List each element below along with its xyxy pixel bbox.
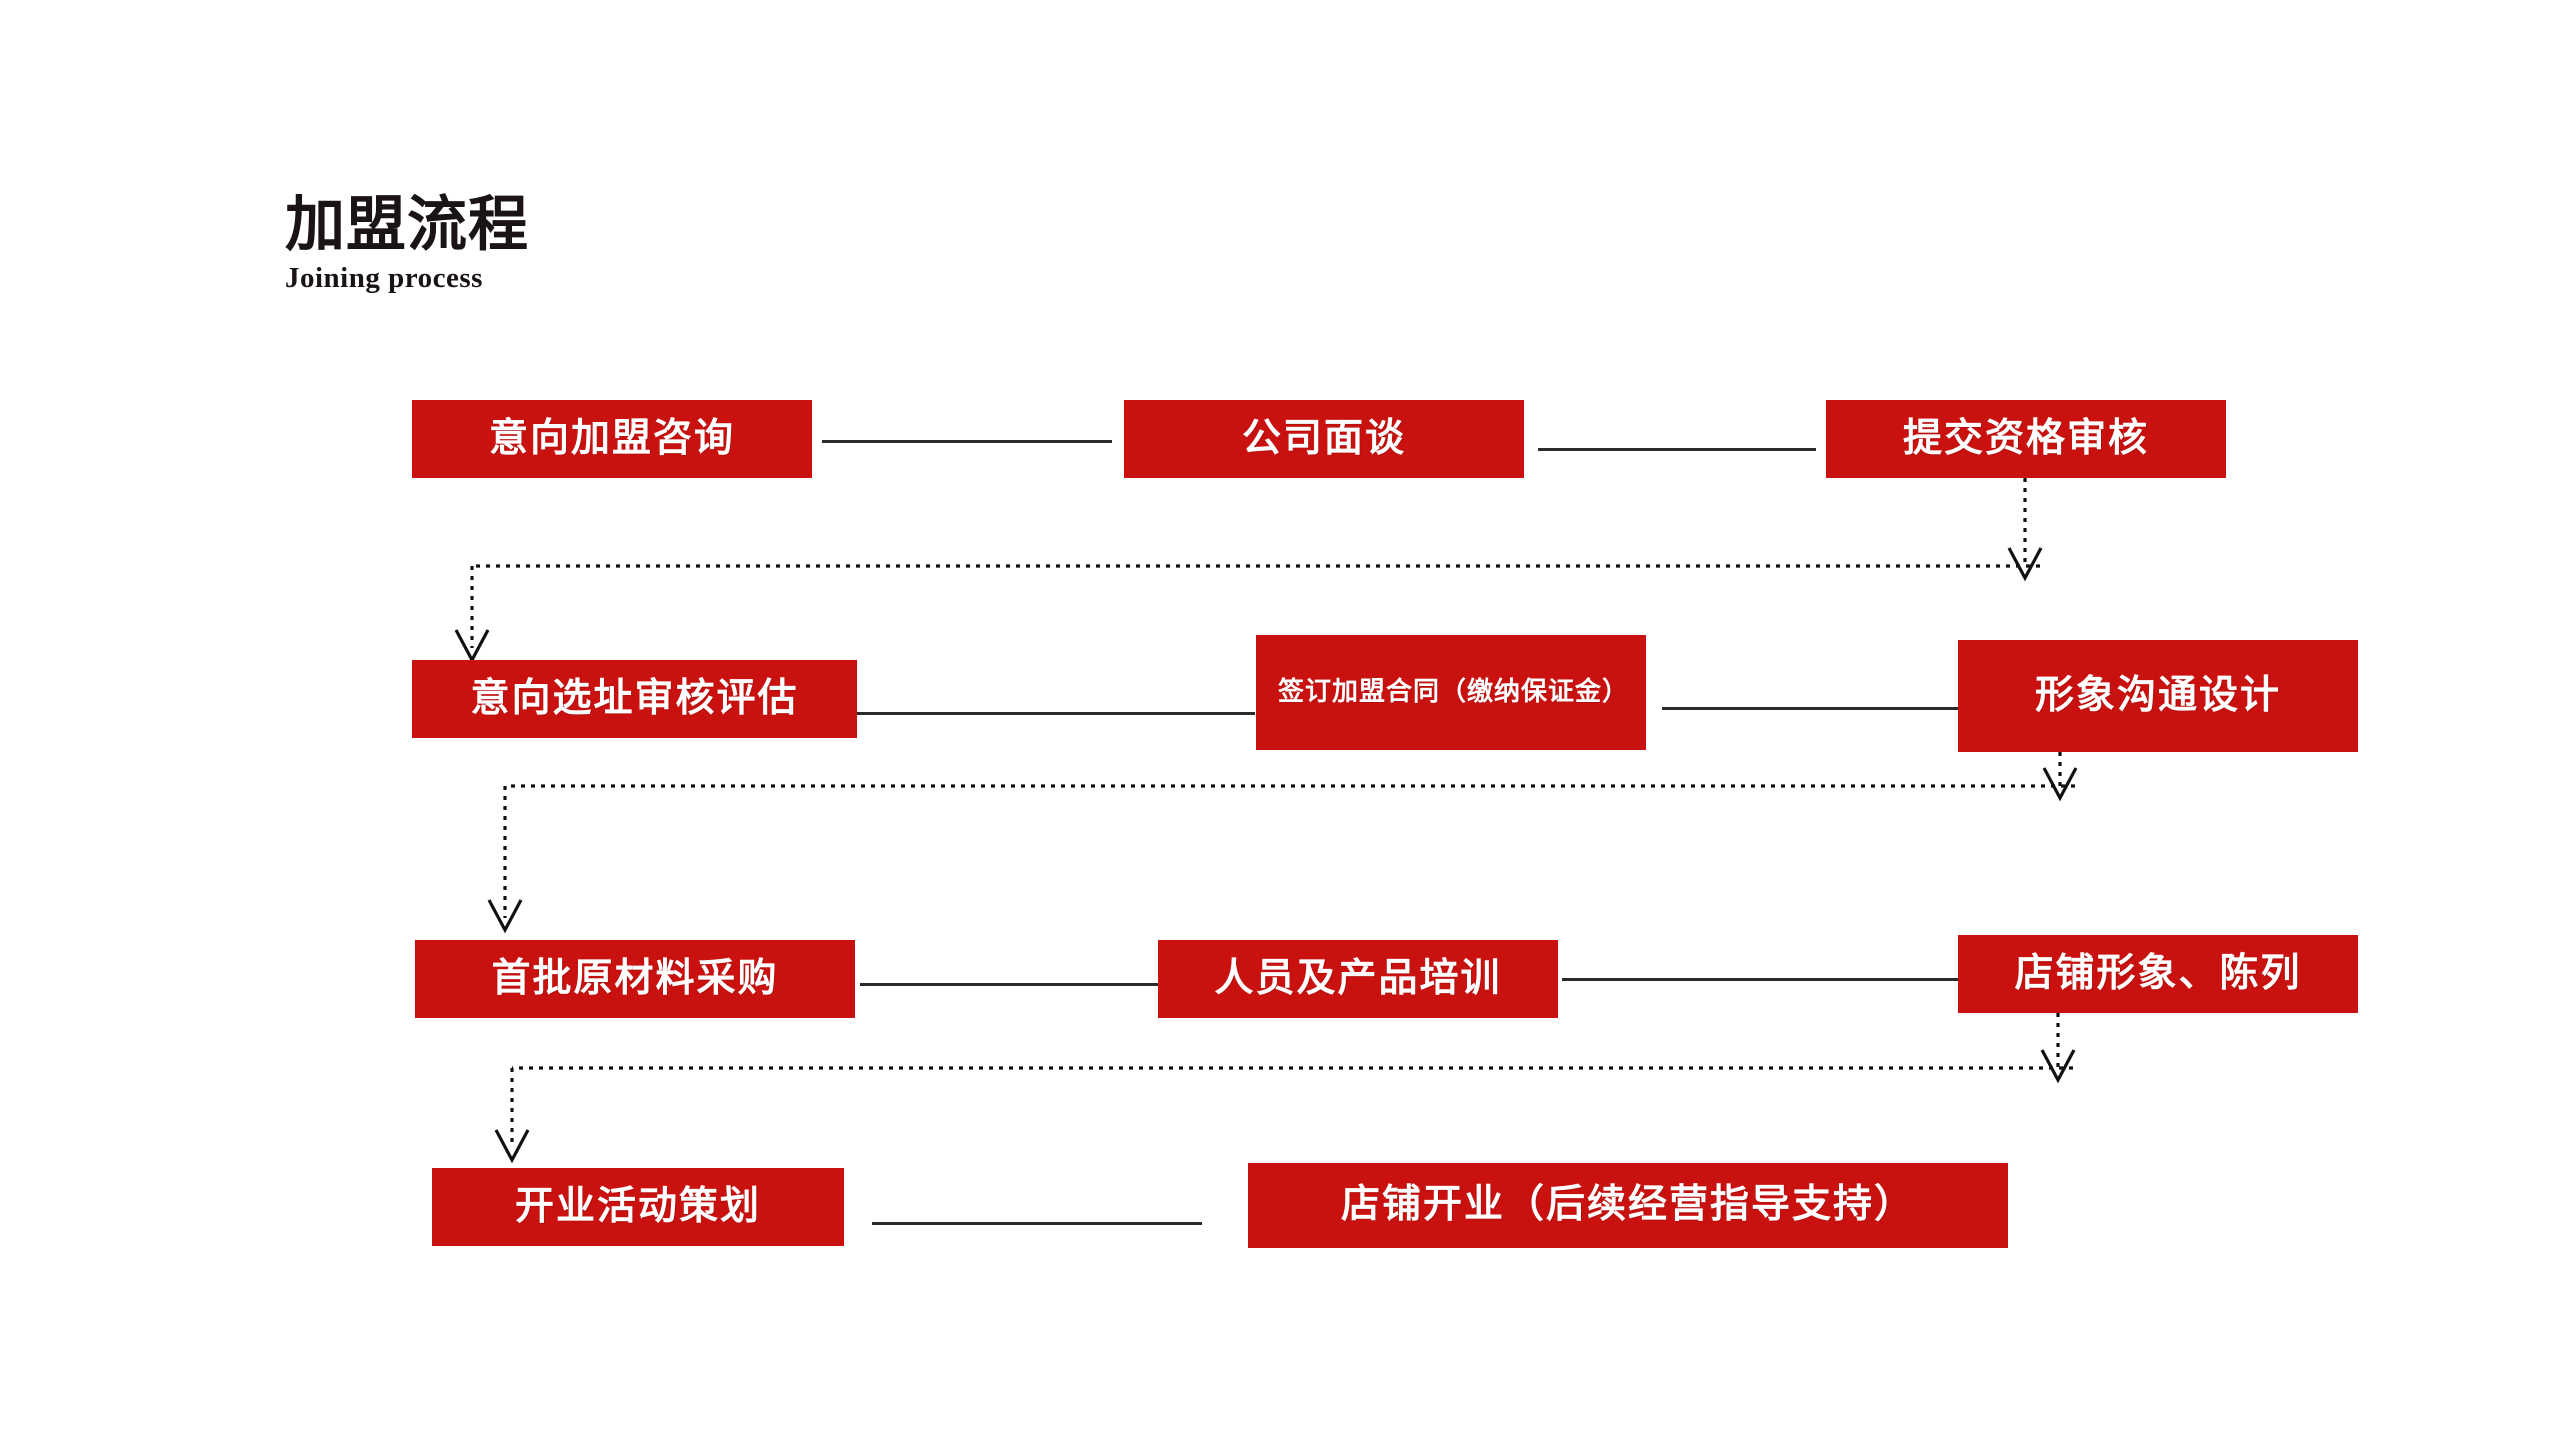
flow-step-5-label: 签订加盟合同（缴纳保证金）: [1278, 677, 1630, 707]
flow-step-9-label: 店铺形象、陈列: [2014, 951, 2302, 995]
flow-step-3-label: 提交资格审核: [1902, 416, 2149, 460]
flow-step-5[interactable]: 签订加盟合同（缴纳保证金）: [1256, 635, 1646, 750]
flow-step-10-label: 开业活动策划: [514, 1184, 761, 1228]
connector-row2-to-row3-arrowhead-mid: [2042, 767, 2078, 802]
flow-step-7-label: 首批原材料采购: [491, 956, 779, 1000]
link-step2-to-step3: [1538, 448, 1816, 451]
link-step4-to-step5: [855, 712, 1255, 715]
flow-step-7[interactable]: 首批原材料采购: [415, 940, 855, 1018]
flow-step-1[interactable]: 意向加盟咨询: [412, 400, 812, 478]
page-subtitle: Joining process: [285, 262, 483, 294]
link-step7-to-step8: [860, 983, 1162, 986]
flow-step-8-label: 人员及产品培训: [1214, 956, 1502, 1000]
link-step8-to-step9: [1562, 978, 1962, 981]
flow-step-11[interactable]: 店铺开业（后续经营指导支持）: [1248, 1163, 2008, 1248]
connector-row1-to-row2-arrowhead-mid: [2007, 547, 2043, 582]
connector-row3-to-row4-arrowhead-end: [494, 1129, 530, 1164]
flow-step-6-label: 形象沟通设计: [2034, 673, 2281, 717]
flow-step-4[interactable]: 意向选址审核评估: [412, 660, 857, 738]
link-step10-to-step11: [872, 1222, 1202, 1225]
title-block: 加盟流程 Joining process: [285, 195, 529, 293]
connector-row2-to-row3-arrowhead-end: [487, 899, 523, 934]
flow-step-6[interactable]: 形象沟通设计: [1958, 640, 2358, 752]
link-step1-to-step2: [822, 440, 1112, 443]
page-title: 加盟流程: [285, 192, 529, 258]
connector-row1-to-row2-arrowhead-end: [454, 629, 490, 664]
flow-step-2-label: 公司面谈: [1241, 416, 1406, 460]
link-step5-to-step6: [1662, 707, 1962, 710]
flow-step-10[interactable]: 开业活动策划: [432, 1168, 844, 1246]
flow-step-11-label: 店铺开业（后续经营指导支持）: [1340, 1183, 1915, 1227]
flow-step-8[interactable]: 人员及产品培训: [1158, 940, 1558, 1018]
connector-row3-to-row4-arrowhead-mid: [2040, 1049, 2076, 1084]
flow-step-9[interactable]: 店铺形象、陈列: [1958, 935, 2358, 1013]
flow-step-4-label: 意向选址审核评估: [470, 676, 799, 720]
flow-step-2[interactable]: 公司面谈: [1124, 400, 1524, 478]
flow-step-3[interactable]: 提交资格审核: [1826, 400, 2226, 478]
flow-step-1-label: 意向加盟咨询: [488, 416, 735, 460]
